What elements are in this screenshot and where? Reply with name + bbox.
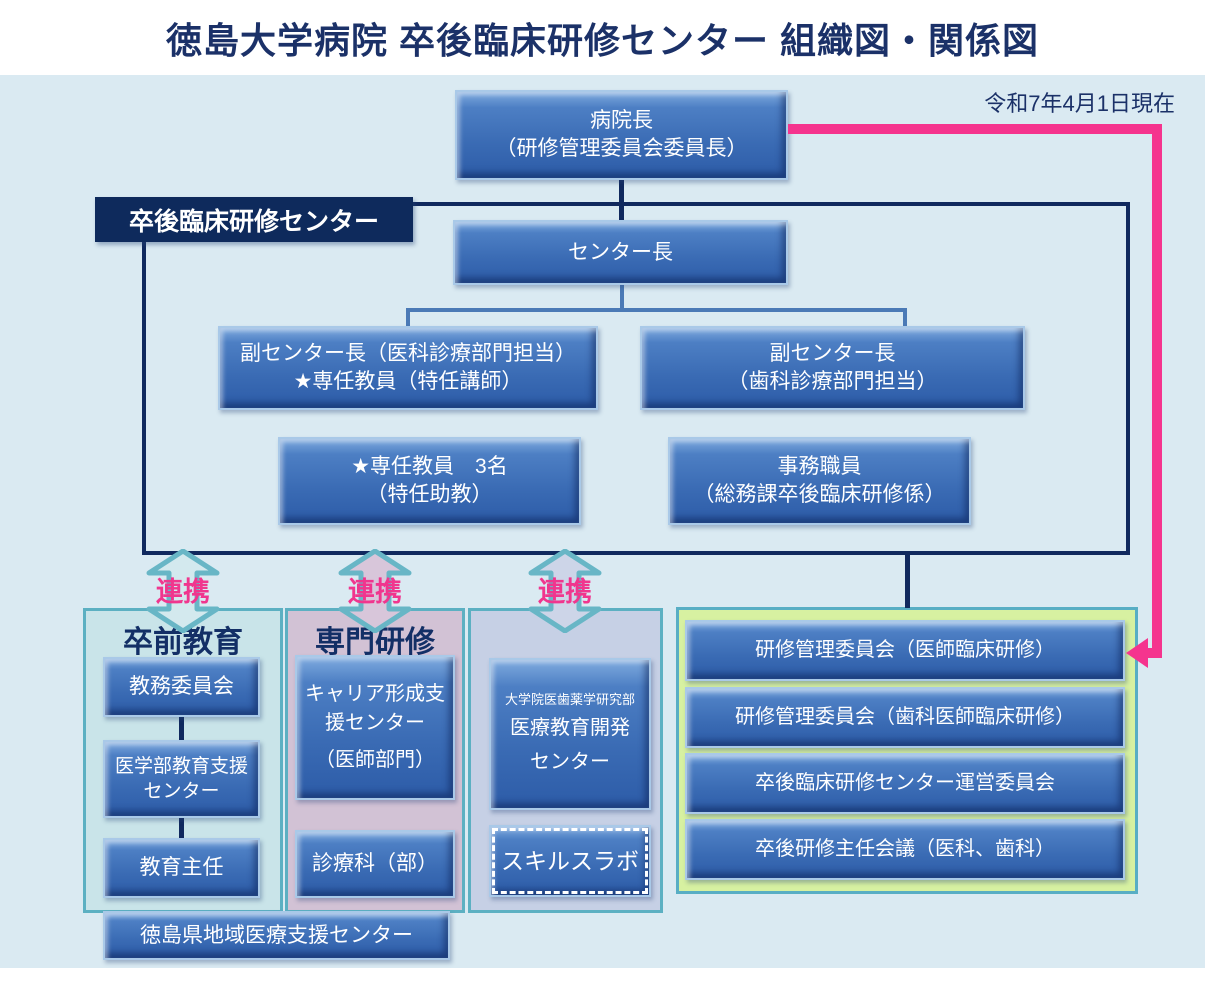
deputy-dental-line1: 副センター長 xyxy=(769,342,896,366)
regional-support-box: 徳島県地域医療支援センター xyxy=(103,911,450,960)
box-label: センター xyxy=(143,781,220,802)
skills-lab-box: スキルスラボ xyxy=(489,825,651,897)
box-label: 援センター xyxy=(325,712,425,734)
faculty-line2: （特任助教） xyxy=(366,483,493,506)
box-label: キャリア形成支 xyxy=(305,683,445,705)
center-boundary-box xyxy=(142,202,1130,555)
director-box: 病院長 （研修管理委員会委員長） xyxy=(455,90,788,180)
page-title: 徳島大学病院 卒後臨床研修センター 組織図・関係図 xyxy=(165,20,1039,61)
pink-link-top-segment xyxy=(788,124,1162,134)
shinryoka-box: 診療科（部） xyxy=(295,830,455,898)
admin-line1: 事務職員 xyxy=(777,455,862,479)
connector-deputy-dental-drop xyxy=(903,308,907,327)
box-label: 徳島県地域医療支援センター xyxy=(140,923,413,947)
renkei-arrow-icon xyxy=(528,549,602,633)
deputy-medical-box: 副センター長（医科診療部門担当） ★専任教員（特任講師） xyxy=(218,326,598,410)
pink-arrowhead-icon xyxy=(1126,638,1148,668)
box-label: 教育主任 xyxy=(139,856,224,880)
committee-box-unei: 卒後臨床研修センター運営委員会 xyxy=(685,753,1125,814)
director-line1: 病院長 xyxy=(590,109,653,133)
box-label: 医学部教育支援 xyxy=(114,755,248,777)
connector-deputy-medical-drop xyxy=(406,308,410,327)
committee-label: 研修管理委員会（歯科医師臨床研修） xyxy=(735,706,1075,729)
connector-distributor-bar xyxy=(406,308,907,312)
committee-box-shunin-kaigi: 卒後研修主任会議（医科、歯科） xyxy=(685,819,1125,880)
renkei-arrow-icon xyxy=(146,549,220,633)
as-of-date: 令和7年4月1日現在 xyxy=(984,91,1175,116)
center-head-label: センター長 xyxy=(568,240,673,264)
renkei-arrow-icon xyxy=(338,549,412,633)
renkei-label: 連携 xyxy=(156,577,210,607)
deputy-medical-line2: ★専任教員（特任講師） xyxy=(293,370,523,393)
committee-label: 研修管理委員会（医師臨床研修） xyxy=(755,639,1055,662)
connector-centerhead-stem xyxy=(620,285,624,312)
center-label: 卒後臨床研修センター xyxy=(95,197,413,242)
box-label: 診療科（部） xyxy=(312,852,438,876)
deputy-medical-line1: 副センター長（医科診療部門担当） xyxy=(240,342,576,366)
faculty-box: ★専任教員 3名 （特任助教） xyxy=(278,437,581,525)
pink-link-arm-segment xyxy=(1146,648,1162,658)
renkei-label: 連携 xyxy=(538,577,592,607)
connector-director-centerhead xyxy=(619,178,624,222)
committee-label: 卒後研修主任会議（医科、歯科） xyxy=(755,838,1055,861)
box-label: 教務委員会 xyxy=(129,675,234,699)
box-label: （医師部門） xyxy=(315,749,435,771)
deputy-dental-line2: （歯科診療部門担当） xyxy=(727,370,938,393)
connector-shien-shunin xyxy=(179,816,184,840)
deputy-dental-box: 副センター長 （歯科診療部門担当） xyxy=(640,326,1025,410)
iryo-kyoiku-kaihatsu-center-box: 大学院医歯薬学研究部 医療教育開発 センター xyxy=(489,658,651,810)
committee-box-shika: 研修管理委員会（歯科医師臨床研修） xyxy=(685,687,1125,748)
career-center-box: キャリア形成支 援センター （医師部門） xyxy=(295,655,455,800)
box-label: スキルスラボ xyxy=(501,847,639,874)
admin-box: 事務職員 （総務課卒後臨床研修係） xyxy=(668,437,971,525)
center-head-box: センター長 xyxy=(453,220,788,285)
committee-label: 卒後臨床研修センター運営委員会 xyxy=(755,772,1055,795)
director-line2: （研修管理委員会委員長） xyxy=(495,137,748,160)
connector-boundary-committees xyxy=(905,553,910,608)
pink-link-vertical-segment xyxy=(1152,124,1162,658)
box-label: 医療教育開発 xyxy=(510,717,630,740)
box-label: センター xyxy=(530,751,610,774)
committee-box-ishi: 研修管理委員会（医師臨床研修） xyxy=(685,620,1125,681)
kyoiku-shunin-box: 教育主任 xyxy=(103,838,260,898)
renkei-label: 連携 xyxy=(348,577,402,607)
box-label: 大学院医歯薬学研究部 xyxy=(504,691,635,707)
connector-kyomu-shien xyxy=(179,715,184,741)
kyomu-iinkai-box: 教務委員会 xyxy=(103,657,260,717)
admin-line2: （総務課卒後臨床研修係） xyxy=(693,483,946,506)
faculty-line1: ★専任教員 3名 xyxy=(351,455,508,479)
igakubu-kyoiku-shien-box: 医学部教育支援 センター xyxy=(103,740,260,818)
